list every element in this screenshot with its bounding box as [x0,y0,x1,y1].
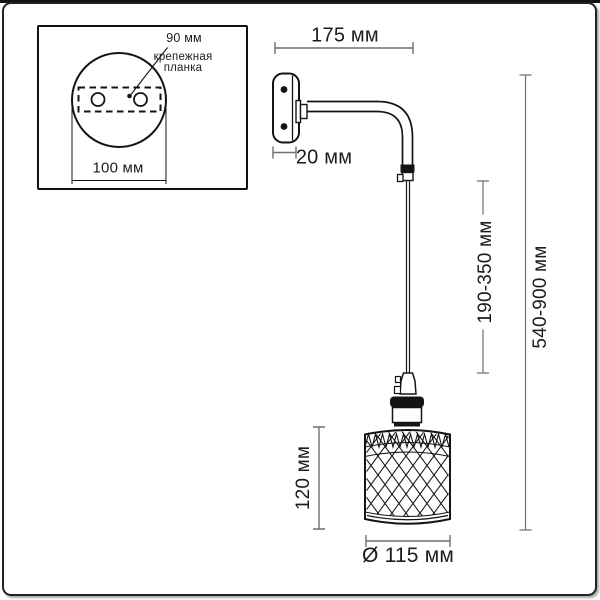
plate-name-line2: планка [163,62,203,74]
arm-projection-label: 175 мм [311,24,379,47]
suspension-range-label: 190-350 мм [475,214,497,330]
plate-name-line1: крепежная [153,51,213,63]
overall-height-label: 540-900 мм [530,245,551,349]
plate-width-label: 100 мм [92,159,144,177]
shade-height-label: 120 мм [293,445,314,511]
base-depth-label: 20 мм [295,146,353,169]
top-edge-rule [0,0,600,3]
hole-spacing-label: 90 мм [166,31,202,45]
shade-diameter-label: Ø 115 мм [362,544,454,567]
